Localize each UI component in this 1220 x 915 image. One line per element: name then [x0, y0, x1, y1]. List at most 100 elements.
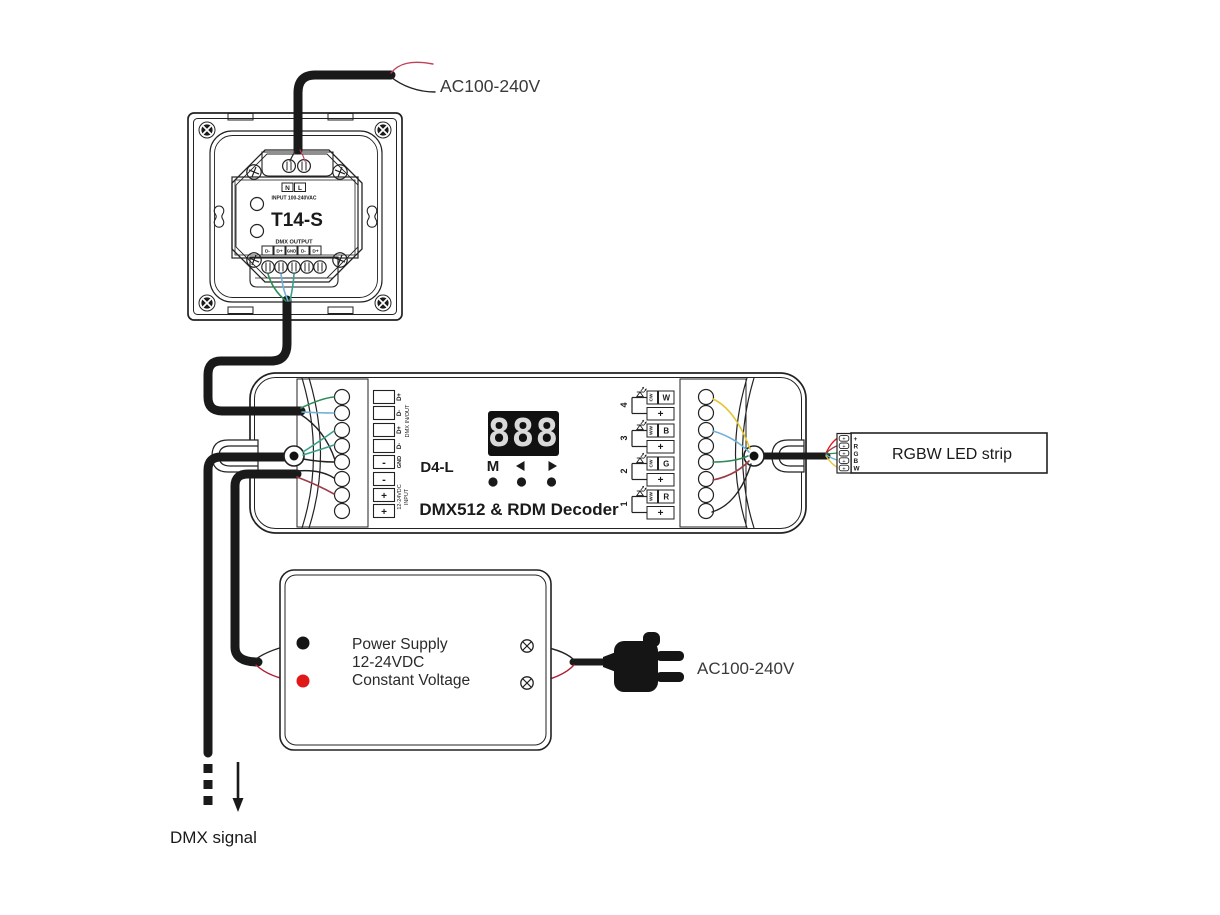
power-supply: Power Supply 12-24VDC Constant Voltage [279, 569, 552, 751]
power-group-line1: 12-24VDC [397, 484, 403, 509]
terminal-box-n [281, 182, 294, 192]
right-arrow-icon [548, 461, 557, 471]
display-value: 888 [488, 411, 560, 455]
output-channel-1: 1 WW R + [619, 485, 675, 520]
panel-terminal-l-label: L [298, 185, 302, 192]
ac-label-top: AC100-240V [440, 76, 541, 96]
panel-input-header: INPUT 100-240VAC [272, 196, 317, 202]
strip-label: RGBW LED strip [892, 446, 1012, 463]
right-button-dot [546, 477, 557, 487]
terminal-screw-icon [313, 260, 327, 274]
panel-out-term-label: D+ [276, 249, 282, 255]
rgbw-led-strip: + + + + + + R G B W RGBW LED strip [836, 432, 1048, 474]
decoder-model: D4-L [420, 459, 453, 476]
side-cutout [213, 205, 225, 228]
pad-label: G [854, 451, 859, 458]
channel-alt-label: CW [649, 459, 655, 467]
ac-terminal-icon [520, 676, 534, 690]
channel-plus-label: + [658, 442, 664, 453]
dmx-term-label: D+ [397, 426, 403, 434]
ac-terminal-block [261, 151, 334, 177]
terminal-box-l [294, 182, 306, 192]
dmx-term-label: D- [397, 443, 403, 449]
ac-neutral-wire [390, 76, 436, 93]
terminal-screw-icon [300, 260, 314, 274]
strip-body [850, 432, 1048, 474]
panel-out-term-label: GND [287, 249, 297, 254]
wires [255, 61, 839, 684]
psu-line2: 12-24VDC [352, 654, 424, 671]
pad-label: W [854, 466, 861, 473]
mount-tab [227, 306, 254, 314]
pad-label: B [854, 458, 859, 465]
output-channel-2: 2 CW G + [619, 452, 675, 487]
terminal-screw-icon [282, 159, 297, 174]
pad-mark: + [842, 452, 845, 458]
panel-hole [249, 196, 265, 212]
left-arrow-icon [516, 461, 525, 471]
psu-to-decoder-cable [230, 469, 302, 667]
dmx-terminal-block [249, 256, 339, 288]
dc-negative-terminal [296, 636, 310, 650]
terminal-box [285, 245, 298, 256]
ac-label-bottom: AC100-240V [697, 659, 795, 678]
dmx-signal-label: DMX signal [170, 828, 257, 847]
channel-number: 4 [619, 402, 629, 407]
panel-output-header: DMX OUTPUT [276, 240, 314, 246]
mount-tab [227, 113, 254, 121]
psu-line3: Constant Voltage [352, 672, 470, 689]
terminal-box [297, 245, 310, 256]
power-group-line2: INPUT [404, 488, 410, 505]
ac-terminal-icon [520, 639, 534, 653]
channel-alt-label: CW [649, 393, 655, 401]
gnd-label: GND [397, 456, 403, 468]
terminal-box [261, 245, 274, 256]
output-channel-4: 4 CW W + [619, 386, 675, 421]
channel-alt-label: WW [649, 426, 655, 436]
terminal-screw-icon [274, 260, 288, 274]
dc-positive-terminal [296, 674, 310, 688]
pad-mark: + [842, 459, 845, 465]
decoder-left-terminal-boxes [372, 389, 396, 519]
corner-screw-icon [198, 121, 216, 139]
pad-label: + [854, 436, 858, 443]
strip-pads [838, 435, 850, 472]
terminal-box [309, 245, 322, 256]
channel-number: 1 [619, 501, 629, 506]
decoder-title: DMX512 & RDM Decoder [419, 500, 619, 519]
phillips-screw-icon [246, 164, 262, 180]
input-plus-label: + [381, 491, 387, 502]
panel-out-term-label: D- [265, 249, 270, 255]
cable-grommet-left [283, 445, 305, 467]
dmx-group-label: DMX IN/OUT [405, 404, 411, 438]
corner-screw-icon [198, 294, 216, 312]
panel-model: T14-S [271, 210, 323, 231]
pad-mark: + [842, 466, 845, 472]
panel-out-term-label: D- [301, 249, 306, 255]
menu-button-dot [488, 477, 498, 487]
mount-tab [327, 306, 354, 314]
dmx-term-label: D+ [397, 393, 403, 401]
menu-button-label: M [487, 458, 500, 475]
channel-plus-label: + [658, 475, 664, 486]
corner-screw-icon [374, 294, 392, 312]
dmx-signal-cable [203, 452, 295, 758]
dmx-signal-arrow [203, 762, 244, 812]
input-plus-label: + [381, 507, 387, 518]
side-cutout [366, 205, 378, 228]
ac-plug-icon [603, 632, 684, 692]
channel-color-label: B [663, 427, 669, 436]
channel-color-label: R [663, 493, 669, 502]
channel-plus-label: + [658, 409, 664, 420]
pad-mark: + [842, 444, 845, 450]
psu-line1: Power Supply [352, 636, 448, 653]
channel-alt-label: WW [649, 492, 655, 502]
ac-live-wire [390, 61, 434, 74]
mount-tab [327, 113, 354, 121]
led-display: 888 [488, 411, 560, 456]
channel-number: 3 [619, 435, 629, 440]
output-channel-3: 3 WW B + [619, 419, 675, 454]
left-button-dot [516, 477, 527, 487]
